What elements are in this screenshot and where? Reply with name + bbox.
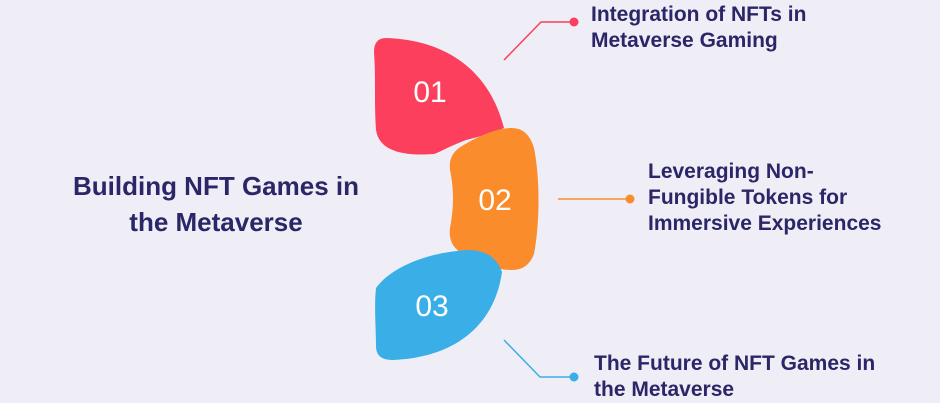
connector-03-dot: [569, 372, 579, 382]
segment-02-label-line-2: Fungible Tokens for: [648, 186, 848, 209]
segment-02-shape: [449, 128, 539, 270]
segment-01-label-line-1: Integration of NFTs in: [591, 3, 807, 26]
segment-01-label-line-2: Metaverse Gaming: [591, 29, 778, 52]
diagram-title: Building NFT Games in the Metaverse: [36, 168, 396, 240]
segment-03-label-line-2: the Metaverse: [594, 378, 735, 401]
segment-03: 03: [375, 250, 502, 360]
diagram-title-line-1: Building NFT Games in: [72, 171, 359, 201]
segment-03-label: The Future of NFT Games in the Metaverse: [594, 351, 875, 403]
segment-01-number: 01: [413, 76, 446, 109]
connector-03-line: [503, 339, 574, 378]
segment-01: 01: [374, 38, 504, 155]
segment-03-number: 03: [415, 290, 448, 323]
diagram-title-line-2: the Metaverse: [129, 207, 303, 237]
segment-01-shape: [374, 38, 504, 155]
connector-03: [503, 339, 579, 382]
connector-01: [503, 17, 579, 61]
segment-02-label-line-3: Immersive Experiences: [648, 212, 882, 235]
segment-03-label-line-1: The Future of NFT Games in: [594, 352, 876, 375]
connector-01-line: [503, 21, 574, 61]
segment-02: 02: [449, 128, 539, 270]
segment-02-label: Leveraging Non- Fungible Tokens for Imme…: [648, 159, 881, 237]
connector-02: [558, 194, 635, 204]
segment-03-shape: [375, 250, 502, 360]
segment-02-label-line-1: Leveraging Non-: [648, 160, 814, 183]
connector-02-dot: [625, 194, 635, 204]
segment-01-label: Integration of NFTs in Metaverse Gaming: [591, 2, 806, 54]
connector-01-dot: [569, 17, 579, 27]
segment-02-number: 02: [478, 184, 511, 217]
